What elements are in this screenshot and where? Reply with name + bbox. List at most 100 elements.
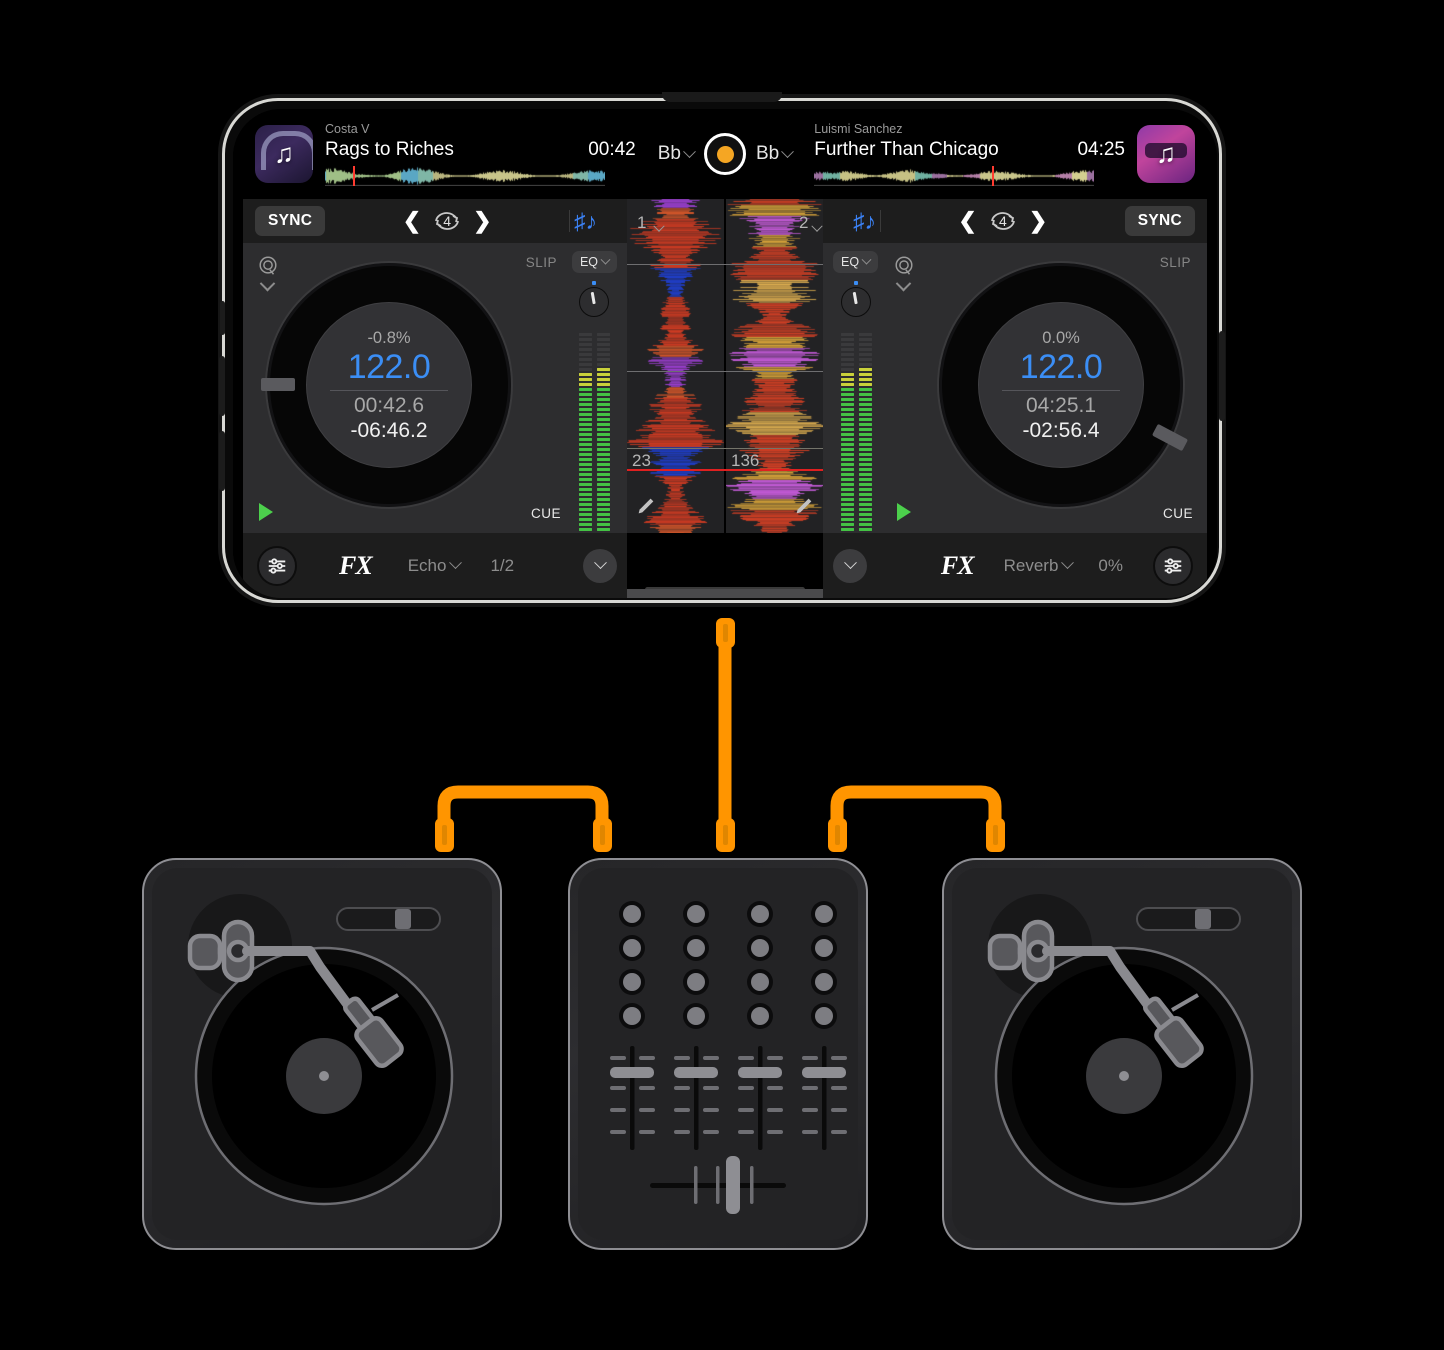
phone-volume-up-button[interactable] — [219, 356, 225, 416]
play-button-left[interactable] — [259, 503, 273, 521]
fx-title-right[interactable]: FX — [940, 550, 975, 580]
mixer-knob-2-2[interactable] — [751, 973, 769, 991]
mixer-knob-2-3[interactable] — [751, 1007, 769, 1025]
fx-panel-right: FX Reverb 0% — [823, 533, 1207, 598]
vu-segment — [596, 443, 610, 446]
vu-segment — [578, 473, 592, 476]
vu-segment — [858, 333, 872, 336]
vu-segment — [840, 478, 854, 481]
mixer-knob-0-1[interactable] — [623, 939, 641, 957]
mixer-fader-3[interactable] — [802, 1067, 846, 1078]
album-art-right[interactable]: ♫ — [1137, 125, 1195, 183]
fx-title-left[interactable]: FX — [339, 550, 373, 580]
mixer-fader-1[interactable] — [674, 1067, 718, 1078]
waveform-lane-right[interactable] — [726, 199, 823, 598]
gain-knob-right[interactable] — [841, 287, 871, 317]
mixer-knob-3-3[interactable] — [815, 1007, 833, 1025]
fx-select-left[interactable]: Echo — [408, 556, 463, 576]
phone-power-button[interactable] — [1219, 331, 1225, 421]
mixer-knob-2-1[interactable] — [751, 939, 769, 957]
key-selector-left[interactable]: Bb — [648, 143, 704, 165]
slip-label-right[interactable]: SLIP — [1159, 255, 1191, 270]
vu-segment — [578, 343, 592, 346]
mixer-knob-1-0[interactable] — [687, 905, 705, 923]
mixer-knob-0-0[interactable] — [623, 905, 641, 923]
eq-button-left[interactable]: EQ — [571, 251, 617, 273]
mixer-knob-2-0[interactable] — [751, 905, 769, 923]
mixer-channel-faders[interactable] — [610, 1046, 847, 1150]
center-waveform-panel[interactable]: 1 2 23 136 — [627, 199, 823, 598]
mixer-knob-0-2[interactable] — [623, 973, 641, 991]
fx-expand-button-right[interactable] — [833, 548, 867, 583]
loop-double-button-right[interactable]: ❯ — [1028, 208, 1048, 233]
mixer-knob-3-0[interactable] — [815, 905, 833, 923]
mixer-knob-3-1[interactable] — [815, 939, 833, 957]
turntable-right[interactable] — [942, 858, 1302, 1250]
quantize-expand-button-right[interactable] — [895, 275, 912, 297]
quantize-icon[interactable] — [893, 255, 915, 277]
key-selector-right[interactable]: Bb — [746, 143, 802, 165]
vu-segment — [858, 478, 872, 481]
play-button-right[interactable] — [897, 503, 911, 521]
mixer-settings-button-right[interactable] — [1153, 545, 1193, 586]
mixer-knob-1-3[interactable] — [687, 1007, 705, 1025]
overview-waveform-right[interactable] — [814, 166, 1125, 186]
loop-button-left[interactable]: 4 — [427, 207, 467, 235]
waveform-index-left[interactable]: 1 — [637, 213, 647, 232]
vu-segment — [858, 373, 872, 376]
dj-mixer[interactable] — [568, 858, 868, 1250]
key-lock-icon-right[interactable]: ♯♪ — [852, 207, 876, 234]
waveform-index-right[interactable]: 2 — [799, 213, 809, 232]
overview-waveform-left[interactable] — [325, 166, 636, 186]
gain-knob-left[interactable] — [579, 287, 609, 317]
loop-halve-button-left[interactable]: ❮ — [402, 208, 422, 233]
cue-button-right[interactable]: CUE — [1162, 506, 1193, 521]
mixer-knob-3-2[interactable] — [815, 973, 833, 991]
mixer-knob-1-2[interactable] — [687, 973, 705, 991]
quantize-icon[interactable] — [257, 255, 279, 277]
plug-left-turntable — [435, 818, 454, 852]
waveform-lane-left[interactable] — [627, 199, 724, 598]
edit-pencil-icon[interactable] — [635, 495, 657, 517]
phone-volume-down-button[interactable] — [219, 431, 225, 491]
mixer-knob-0-3[interactable] — [623, 1007, 641, 1025]
jog-wheel-left[interactable]: -0.8% 122.0 00:42.6 -06:46.2 — [261, 261, 513, 509]
album-art-left[interactable]: ♫ — [255, 125, 313, 183]
record-button[interactable] — [704, 133, 746, 175]
mixer-knob-1-1[interactable] — [687, 939, 705, 957]
mixer-fader-0[interactable] — [610, 1067, 654, 1078]
loop-halve-button-right[interactable]: ❮ — [958, 208, 977, 233]
tonearm — [987, 919, 1204, 1068]
track-block-right[interactable]: Luismi Sanchez Further Than Chicago 04:2… — [802, 122, 1137, 186]
track-block-left[interactable]: Costa V Rags to Riches 00:42 — [313, 122, 648, 186]
fx-select-right[interactable]: Reverb — [1004, 556, 1075, 576]
phone-silent-switch[interactable] — [220, 301, 225, 335]
cue-button-left[interactable]: CUE — [530, 506, 561, 521]
vu-segment — [840, 463, 854, 466]
vu-segment — [840, 343, 854, 346]
chevron-down-icon[interactable] — [811, 220, 823, 232]
vu-segment — [596, 353, 610, 356]
vu-segment — [840, 383, 854, 386]
turntable-left[interactable] — [142, 858, 502, 1250]
slip-label-left[interactable]: SLIP — [525, 255, 557, 270]
edit-pencil-icon[interactable] — [793, 495, 815, 517]
vu-segment — [858, 463, 872, 466]
vu-segment — [858, 488, 872, 491]
eq-button-right[interactable]: EQ — [833, 251, 879, 273]
mixer-fader-2[interactable] — [738, 1067, 782, 1078]
loop-button-right[interactable]: 4 — [983, 207, 1023, 235]
loop-beats-right: 4 — [998, 213, 1007, 229]
fx-expand-button-left[interactable] — [583, 548, 617, 583]
mixer-settings-button-left[interactable] — [257, 545, 297, 586]
loop-double-button-left[interactable]: ❯ — [473, 208, 492, 233]
jog-wheel-right[interactable]: 0.0% 122.0 04:25.1 -02:56.4 — [937, 261, 1189, 509]
sync-button-left[interactable]: SYNC — [255, 206, 326, 236]
waveform-scrollbar[interactable] — [627, 589, 823, 598]
fx-amount-left[interactable]: 1/2 — [490, 555, 515, 575]
sync-button-right[interactable]: SYNC — [1124, 206, 1195, 236]
mixer-knobs[interactable] — [619, 901, 837, 1029]
fx-amount-right[interactable]: 0% — [1098, 555, 1123, 575]
chevron-down-icon[interactable] — [653, 220, 665, 232]
key-lock-icon-left[interactable]: ♯♪ — [574, 207, 598, 234]
